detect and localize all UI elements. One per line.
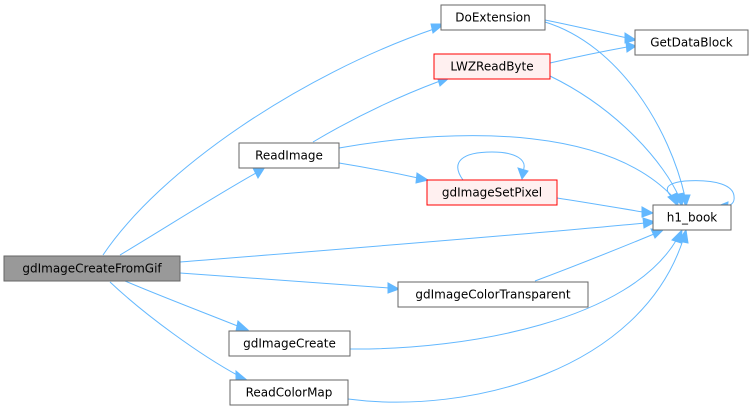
node-gd-image-set-pixel[interactable]: gdImageSetPixel [426, 179, 558, 206]
edge-line [549, 75, 680, 198]
edge-gd-image-create-from-gif-to-read-image [119, 166, 266, 256]
arrowhead-icon [252, 166, 266, 180]
edges-layer [102, 19, 735, 403]
edge-line [544, 19, 628, 39]
edge-line [179, 222, 646, 263]
edge-gd-image-set-pixel-to-h1-book [556, 197, 655, 218]
edge-line [102, 28, 435, 256]
node-lwzread-byte[interactable]: LWZReadByte [433, 53, 551, 80]
edge-line [556, 197, 644, 213]
edge-gd-image-create-from-gif-to-do-extension [102, 23, 446, 256]
node-box [228, 330, 351, 357]
edge-line [109, 281, 240, 377]
edge-read-image-to-gd-image-set-pixel [338, 162, 430, 184]
edge-line [534, 233, 655, 282]
edge-line [544, 21, 686, 198]
edge-line [667, 180, 735, 207]
edge-line [119, 172, 257, 256]
node-read-color-map[interactable]: ReadColorMap [229, 379, 349, 406]
edge-line [457, 151, 525, 181]
node-label: h1_book [667, 211, 718, 225]
edge-line [347, 239, 684, 403]
edge-line [312, 80, 441, 143]
node-box [238, 142, 340, 169]
edge-line [349, 238, 678, 350]
node-gd-image-color-transparent[interactable]: gdImageColorTransparent [397, 281, 589, 308]
node-box [634, 29, 749, 56]
edge-line [549, 46, 628, 64]
node-gd-image-create[interactable]: gdImageCreate [228, 330, 351, 357]
edge-gd-image-create-from-gif-to-gd-image-color-transparent [179, 272, 401, 294]
node-label: ReadImage [255, 149, 323, 163]
arrowhead-icon [517, 167, 529, 181]
edge-lwzread-byte-to-h1-book [549, 75, 685, 208]
node-box [229, 379, 349, 406]
edge-read-image-to-lwzread-byte [312, 75, 451, 143]
edge-gd-image-color-transparent-to-h1-book [534, 228, 665, 282]
edge-gd-image-create-from-gif-to-h1-book [179, 217, 657, 263]
edge-lwzread-byte-to-get-data-block [549, 41, 638, 64]
node-gd-image-create-from-gif[interactable]: gdImageCreateFromGif [3, 255, 181, 282]
node-label: GetDataBlock [650, 36, 733, 50]
node-label: ReadColorMap [246, 386, 333, 400]
node-label: gdImageColorTransparent [415, 288, 570, 302]
edge-line [124, 280, 241, 328]
node-box [397, 281, 589, 308]
node-box [3, 255, 181, 282]
edge-gd-image-set-pixel-to-gd-image-set-pixel [457, 151, 529, 181]
edge-gd-image-create-from-gif-to-read-color-map [109, 281, 250, 382]
node-label: DoExtension [455, 11, 531, 25]
edge-line [338, 162, 419, 179]
nodes-layer: gdImageCreateFromGif DoExtensionGetDataBl… [3, 4, 749, 406]
arrowhead-icon [641, 206, 655, 218]
arrowhead-icon [387, 282, 401, 294]
node-label: gdImageSetPixel [442, 186, 542, 200]
node-box [433, 53, 551, 80]
node-h1-book[interactable]: h1_book [652, 204, 732, 231]
node-get-data-block[interactable]: GetDataBlock [634, 29, 749, 56]
arrowhead-icon [642, 217, 657, 229]
node-label: gdImageCreateFromGif [22, 262, 162, 276]
arrowhead-icon [415, 172, 430, 184]
arrowhead-icon [625, 41, 638, 53]
edge-line [338, 135, 674, 198]
edge-line [179, 272, 390, 289]
arrowhead-icon [235, 320, 250, 332]
edge-gd-image-create-from-gif-to-gd-image-create [124, 280, 250, 332]
node-label: LWZReadByte [450, 60, 533, 74]
node-box [652, 204, 732, 231]
arrowhead-icon [677, 228, 689, 244]
arrowhead-icon [624, 32, 638, 44]
node-read-image[interactable]: ReadImage [238, 142, 340, 169]
node-box [440, 4, 546, 31]
node-do-extension[interactable]: DoExtension [440, 4, 546, 31]
edge-do-extension-to-get-data-block [544, 19, 638, 44]
edge-read-color-map-to-h1-book [347, 228, 689, 403]
node-box [426, 179, 558, 206]
node-label: gdImageCreate [243, 337, 336, 351]
